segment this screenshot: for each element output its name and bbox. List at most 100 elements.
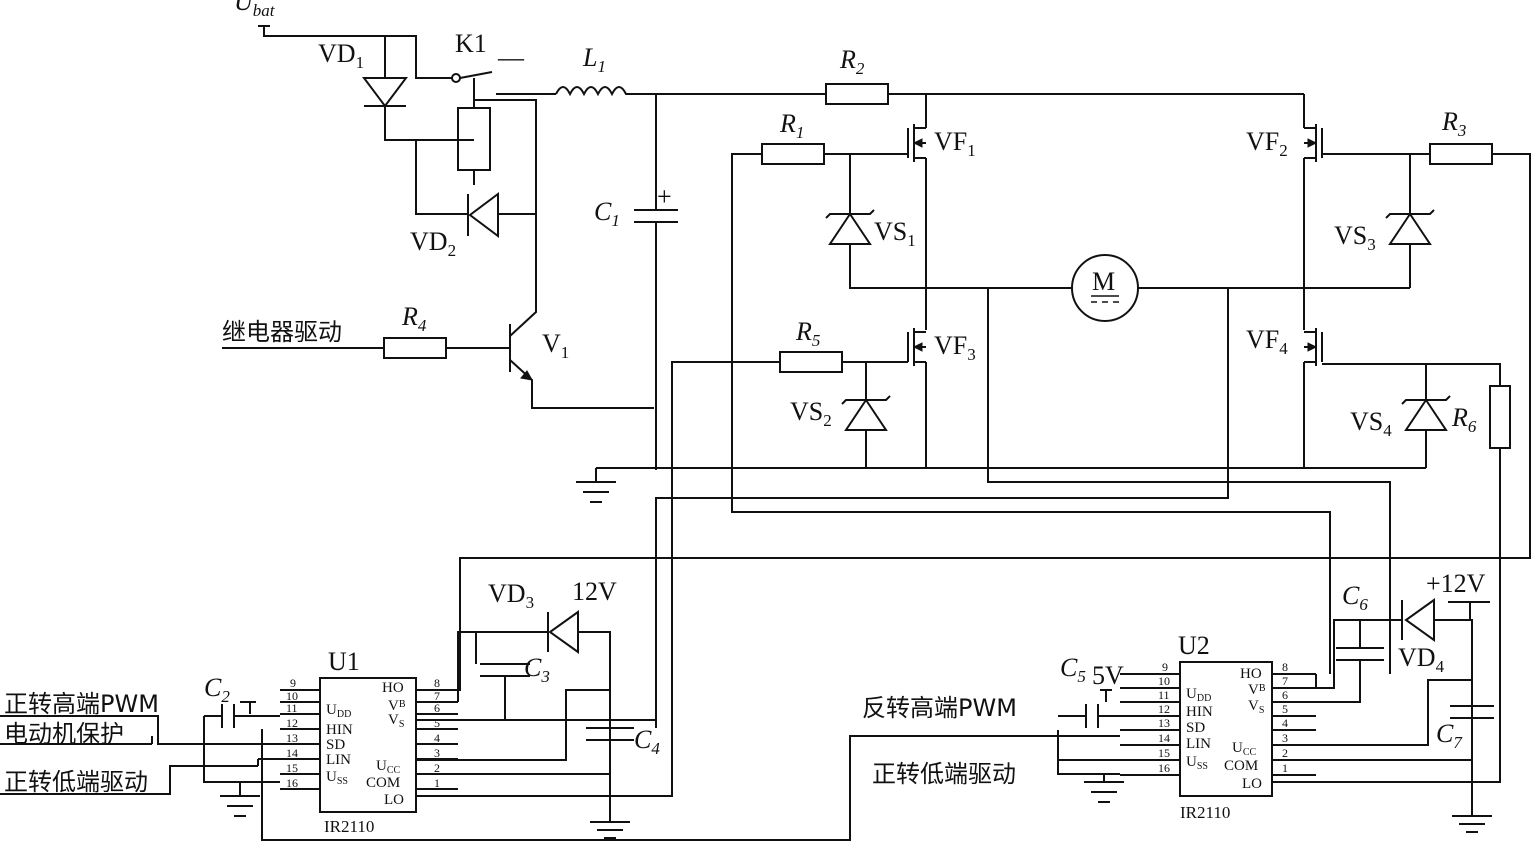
svg-text:8: 8 (1282, 660, 1288, 674)
svg-text:14: 14 (286, 746, 298, 760)
svg-text:10: 10 (286, 689, 298, 703)
svg-text:2: 2 (1282, 746, 1288, 760)
u1-part: IR2110 (324, 817, 374, 836)
svg-text:14: 14 (1158, 731, 1170, 745)
svg-text:USS: USS (1186, 754, 1208, 772)
k1-contact-pivot (451, 73, 461, 83)
vs2-zener (841, 362, 891, 468)
svg-text:6: 6 (1282, 688, 1288, 702)
svg-text:UCC: UCC (376, 758, 401, 776)
svg-text:LO: LO (384, 792, 404, 808)
svg-text:12: 12 (286, 716, 298, 730)
vf3-mosfet (866, 328, 926, 366)
svg-text:16: 16 (286, 776, 298, 790)
vf1-label: VF1 (934, 127, 976, 160)
c1-plus: + (657, 182, 672, 211)
svg-text:VB: VB (388, 698, 406, 714)
svg-text:15: 15 (1158, 746, 1170, 760)
ic-u2: U2 IR2110 9 10 11 12 13 14 15 16 UDD HIN… (1120, 631, 1316, 822)
r6-label: R6 (1451, 403, 1477, 436)
vf4-label: VF4 (1246, 325, 1288, 358)
svg-text:7: 7 (434, 689, 440, 703)
svg-text:5: 5 (434, 716, 440, 730)
r4-label: R4 (401, 302, 427, 335)
relay-coil (415, 78, 537, 300)
k1-minus: — (497, 43, 525, 72)
svg-text:6: 6 (434, 701, 440, 715)
vd4-label: VD4 (1398, 643, 1445, 676)
svg-text:7: 7 (1282, 674, 1288, 688)
svg-text:SD: SD (1186, 720, 1205, 736)
svg-text:3: 3 (1282, 731, 1288, 745)
u1-input-low: 正转低端驱动 (4, 768, 148, 796)
svg-text:USS: USS (326, 769, 348, 787)
u1-bootstrap: VD3 12V C3 C4 (416, 577, 660, 839)
ground-c4 (416, 773, 630, 839)
c3-label: C3 (524, 653, 550, 686)
svg-text:4: 4 (434, 731, 440, 745)
svg-text:9: 9 (1162, 660, 1168, 674)
svg-text:VS: VS (388, 712, 404, 730)
vd1-diode (362, 36, 416, 141)
ubat-label: Ubat (234, 0, 276, 20)
svg-text:SD: SD (326, 737, 345, 753)
svg-text:13: 13 (1158, 716, 1170, 730)
u2-part: IR2110 (1180, 803, 1230, 822)
svg-text:LO: LO (1242, 776, 1262, 792)
vs1-label: VS1 (874, 217, 916, 250)
svg-text:1: 1 (434, 776, 440, 790)
vf4-mosfet (1304, 328, 1501, 386)
u2-bootstrap: +12V VD4 C6 C7 (1315, 569, 1494, 833)
svg-text:11: 11 (1158, 688, 1170, 702)
u2-ref: U2 (1178, 631, 1210, 660)
svg-text:12: 12 (1158, 702, 1170, 716)
svg-text:LIN: LIN (1186, 736, 1211, 752)
svg-text:UDD: UDD (326, 702, 351, 720)
r6-resistor (1489, 385, 1511, 449)
svg-text:8: 8 (434, 676, 440, 690)
vd1-label: VD1 (318, 39, 364, 72)
r4-resistor (383, 337, 447, 359)
u1-12v-label: 12V (572, 577, 617, 606)
vs2-label: VS2 (790, 397, 832, 430)
vd2-diode (467, 192, 536, 238)
svg-text:4: 4 (1282, 716, 1288, 730)
svg-text:3: 3 (434, 746, 440, 760)
motor-label: M (1092, 267, 1115, 296)
vs4-label: VS4 (1350, 407, 1392, 440)
r2-resistor (825, 83, 889, 105)
ground-u1 (220, 782, 260, 817)
svg-text:HIN: HIN (1186, 704, 1213, 720)
c2-label: C2 (204, 673, 230, 706)
u1-ref: U1 (328, 647, 360, 676)
r2-label: R2 (839, 45, 865, 78)
vd2-label: VD2 (410, 227, 456, 260)
ground-u2 (1084, 774, 1124, 803)
u2-5v-label: 5V (1092, 661, 1124, 690)
svg-text:11: 11 (286, 701, 298, 715)
svg-text:2: 2 (434, 761, 440, 775)
r3-resistor (1429, 143, 1493, 165)
c1-label: C1 (594, 197, 620, 230)
svg-text:VB: VB (1248, 682, 1266, 698)
vf3-label: VF3 (934, 331, 976, 364)
svg-text:13: 13 (286, 731, 298, 745)
c6-label: C6 (1342, 581, 1368, 614)
svg-text:COM: COM (1224, 758, 1258, 774)
ground-main (576, 468, 616, 503)
r5-resistor (779, 351, 843, 373)
relay-drive-input: 继电器驱动 (222, 318, 342, 346)
k1-label: K1 (455, 29, 487, 58)
c4-label: C4 (634, 725, 660, 758)
vs4-zener (1401, 364, 1451, 468)
svg-text:UDD: UDD (1186, 686, 1211, 704)
svg-text:10: 10 (1158, 674, 1170, 688)
r1-label: R1 (779, 109, 804, 142)
r1-resistor (761, 143, 825, 165)
u2-input-pwm: 反转高端PWM (862, 694, 1017, 722)
svg-text:9: 9 (290, 676, 296, 690)
u2-input-low: 正转低端驱动 (872, 760, 1016, 788)
vs1-zener (825, 154, 926, 289)
u1-input-pwm: 正转高端PWM (4, 690, 159, 718)
